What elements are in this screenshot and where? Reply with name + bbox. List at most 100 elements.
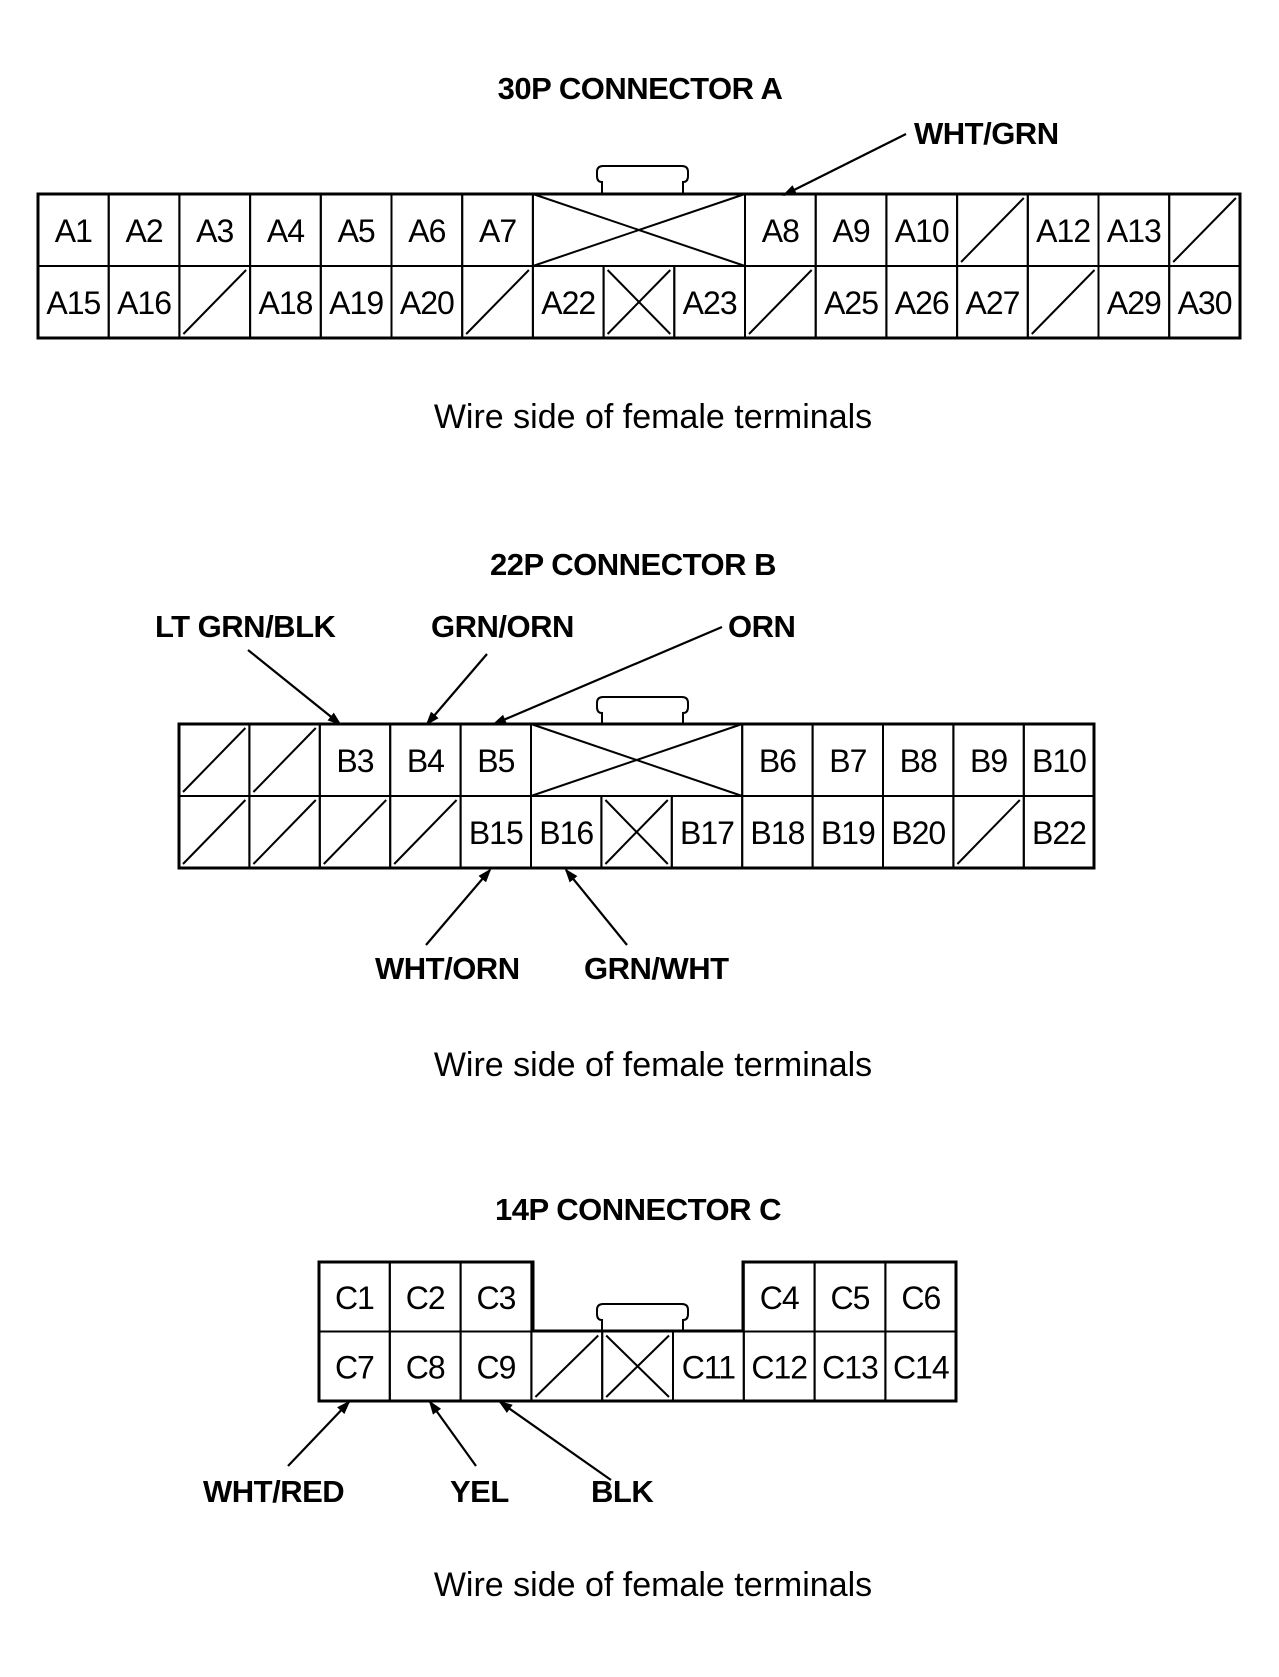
pin-label-a8: A8 xyxy=(762,213,799,249)
wire-label-grn-orn: GRN/ORN xyxy=(431,609,574,644)
wire-arrow-wht-red xyxy=(287,1400,351,1467)
pin-label-a16: A16 xyxy=(117,285,171,321)
pin-label-b10: B10 xyxy=(1032,743,1086,779)
pin-label-a23: A23 xyxy=(683,285,737,321)
wire-label-wht-grn: WHT/GRN xyxy=(914,116,1059,151)
wire-label-blk: BLK xyxy=(591,1474,654,1509)
pin-label-b22: B22 xyxy=(1032,815,1086,851)
pin-label-b8: B8 xyxy=(900,743,937,779)
empty-pin-slash xyxy=(393,799,458,865)
pin-label-a1: A1 xyxy=(55,213,92,249)
pin-label-c13: C13 xyxy=(822,1349,878,1385)
connector-a: 30P CONNECTOR A A1 A2 A3 A4 A5 A6 A7 A8 A9 A10 A12… xyxy=(36,71,1242,436)
wire-label-lt-grn-blk: LT GRN/BLK xyxy=(155,609,337,644)
pin-label-c5: C5 xyxy=(831,1280,870,1316)
empty-pin-slash xyxy=(182,727,247,793)
pin-label-a22: A22 xyxy=(541,285,595,321)
wire-label-wht-red: WHT/RED xyxy=(203,1474,344,1509)
pin-label-c12: C12 xyxy=(751,1349,807,1385)
pin-label-a12: A12 xyxy=(1036,213,1090,249)
connector-b-latch-cross xyxy=(530,723,743,797)
pin-label-b16: B16 xyxy=(539,815,593,851)
pin-label-a13: A13 xyxy=(1107,213,1161,249)
pin-label-c8: C8 xyxy=(406,1349,445,1385)
empty-pin-slash xyxy=(182,269,247,335)
connector-c-caption: Wire side of female terminals xyxy=(434,1566,872,1604)
connector-a-latch-cross xyxy=(532,193,746,267)
pin-label-b20: B20 xyxy=(891,815,945,851)
empty-pin-slash xyxy=(182,799,247,865)
blocked-pin-cross xyxy=(606,269,672,335)
pin-label-c9: C9 xyxy=(477,1349,516,1385)
empty-pin-slash xyxy=(252,799,317,865)
connector-a-latch-icon xyxy=(596,165,689,194)
empty-pin-slash xyxy=(960,197,1025,263)
pin-label-a5: A5 xyxy=(338,213,375,249)
pin-label-a9: A9 xyxy=(832,213,869,249)
pin-label-b3: B3 xyxy=(336,743,373,779)
pin-label-c2: C2 xyxy=(406,1280,445,1316)
pin-label-a19: A19 xyxy=(329,285,383,321)
empty-pin-slash xyxy=(323,799,387,865)
wire-arrow-wht-grn xyxy=(782,133,907,196)
pin-label-b5: B5 xyxy=(477,743,514,779)
wire-arrow-lt-grn-blk xyxy=(247,649,342,726)
empty-pin-slash xyxy=(534,1334,599,1398)
pin-label-a6: A6 xyxy=(408,213,445,249)
pin-label-b18: B18 xyxy=(750,815,804,851)
pin-label-c14: C14 xyxy=(893,1349,949,1385)
pin-label-c4: C4 xyxy=(760,1280,799,1316)
wire-label-yel: YEL xyxy=(450,1474,509,1509)
wire-arrow-yel xyxy=(428,1400,477,1467)
connector-c-title: 14P CONNECTOR C xyxy=(495,1192,781,1227)
connector-b-caption: Wire side of female terminals xyxy=(434,1046,872,1084)
empty-pin-slash xyxy=(1172,197,1237,263)
pin-label-a15: A15 xyxy=(46,285,100,321)
pin-label-b15: B15 xyxy=(469,815,523,851)
pin-cell xyxy=(884,1330,958,1402)
pin-label-b17: B17 xyxy=(680,815,734,851)
blocked-pin-cross xyxy=(605,1334,670,1398)
pin-label-a3: A3 xyxy=(196,213,233,249)
pin-label-c3: C3 xyxy=(477,1280,516,1316)
blocked-pin-cross xyxy=(604,799,669,865)
pin-label-b7: B7 xyxy=(829,743,866,779)
connector-a-title: 30P CONNECTOR A xyxy=(498,71,783,106)
pin-label-c7: C7 xyxy=(335,1349,374,1385)
wire-label-orn: ORN xyxy=(728,609,795,644)
pin-label-a2: A2 xyxy=(125,213,162,249)
wire-arrow-grn-orn xyxy=(425,653,488,726)
pin-cell xyxy=(1168,265,1241,339)
connector-b-latch-icon xyxy=(596,696,689,724)
empty-pin-slash xyxy=(465,269,530,335)
pin-label-a10: A10 xyxy=(895,213,949,249)
wire-arrow-blk xyxy=(498,1400,612,1481)
pin-label-b4: B4 xyxy=(407,743,444,779)
pin-label-a7: A7 xyxy=(479,213,516,249)
pin-label-a26: A26 xyxy=(895,285,949,321)
wire-label-grn-wht: GRN/WHT xyxy=(584,951,729,986)
pin-label-a25: A25 xyxy=(824,285,878,321)
pin-label-c6: C6 xyxy=(901,1280,940,1316)
empty-pin-slash xyxy=(748,269,813,335)
empty-pin-slash xyxy=(252,727,317,793)
pin-label-c1: C1 xyxy=(335,1280,374,1316)
pin-label-b6: B6 xyxy=(759,743,796,779)
wire-label-wht-orn: WHT/ORN xyxy=(375,951,520,986)
connector-c-latch-icon xyxy=(596,1303,689,1331)
pin-label-b19: B19 xyxy=(821,815,875,851)
pin-label-c11: C11 xyxy=(682,1349,736,1385)
pin-label-a4: A4 xyxy=(267,213,304,249)
wire-arrow-orn xyxy=(492,625,723,726)
wire-arrow-wht-orn xyxy=(425,868,492,946)
pin-label-a20: A20 xyxy=(400,285,454,321)
empty-pin-slash xyxy=(1031,269,1096,335)
pin-label-a27: A27 xyxy=(965,285,1019,321)
pin-cell xyxy=(1022,795,1096,869)
